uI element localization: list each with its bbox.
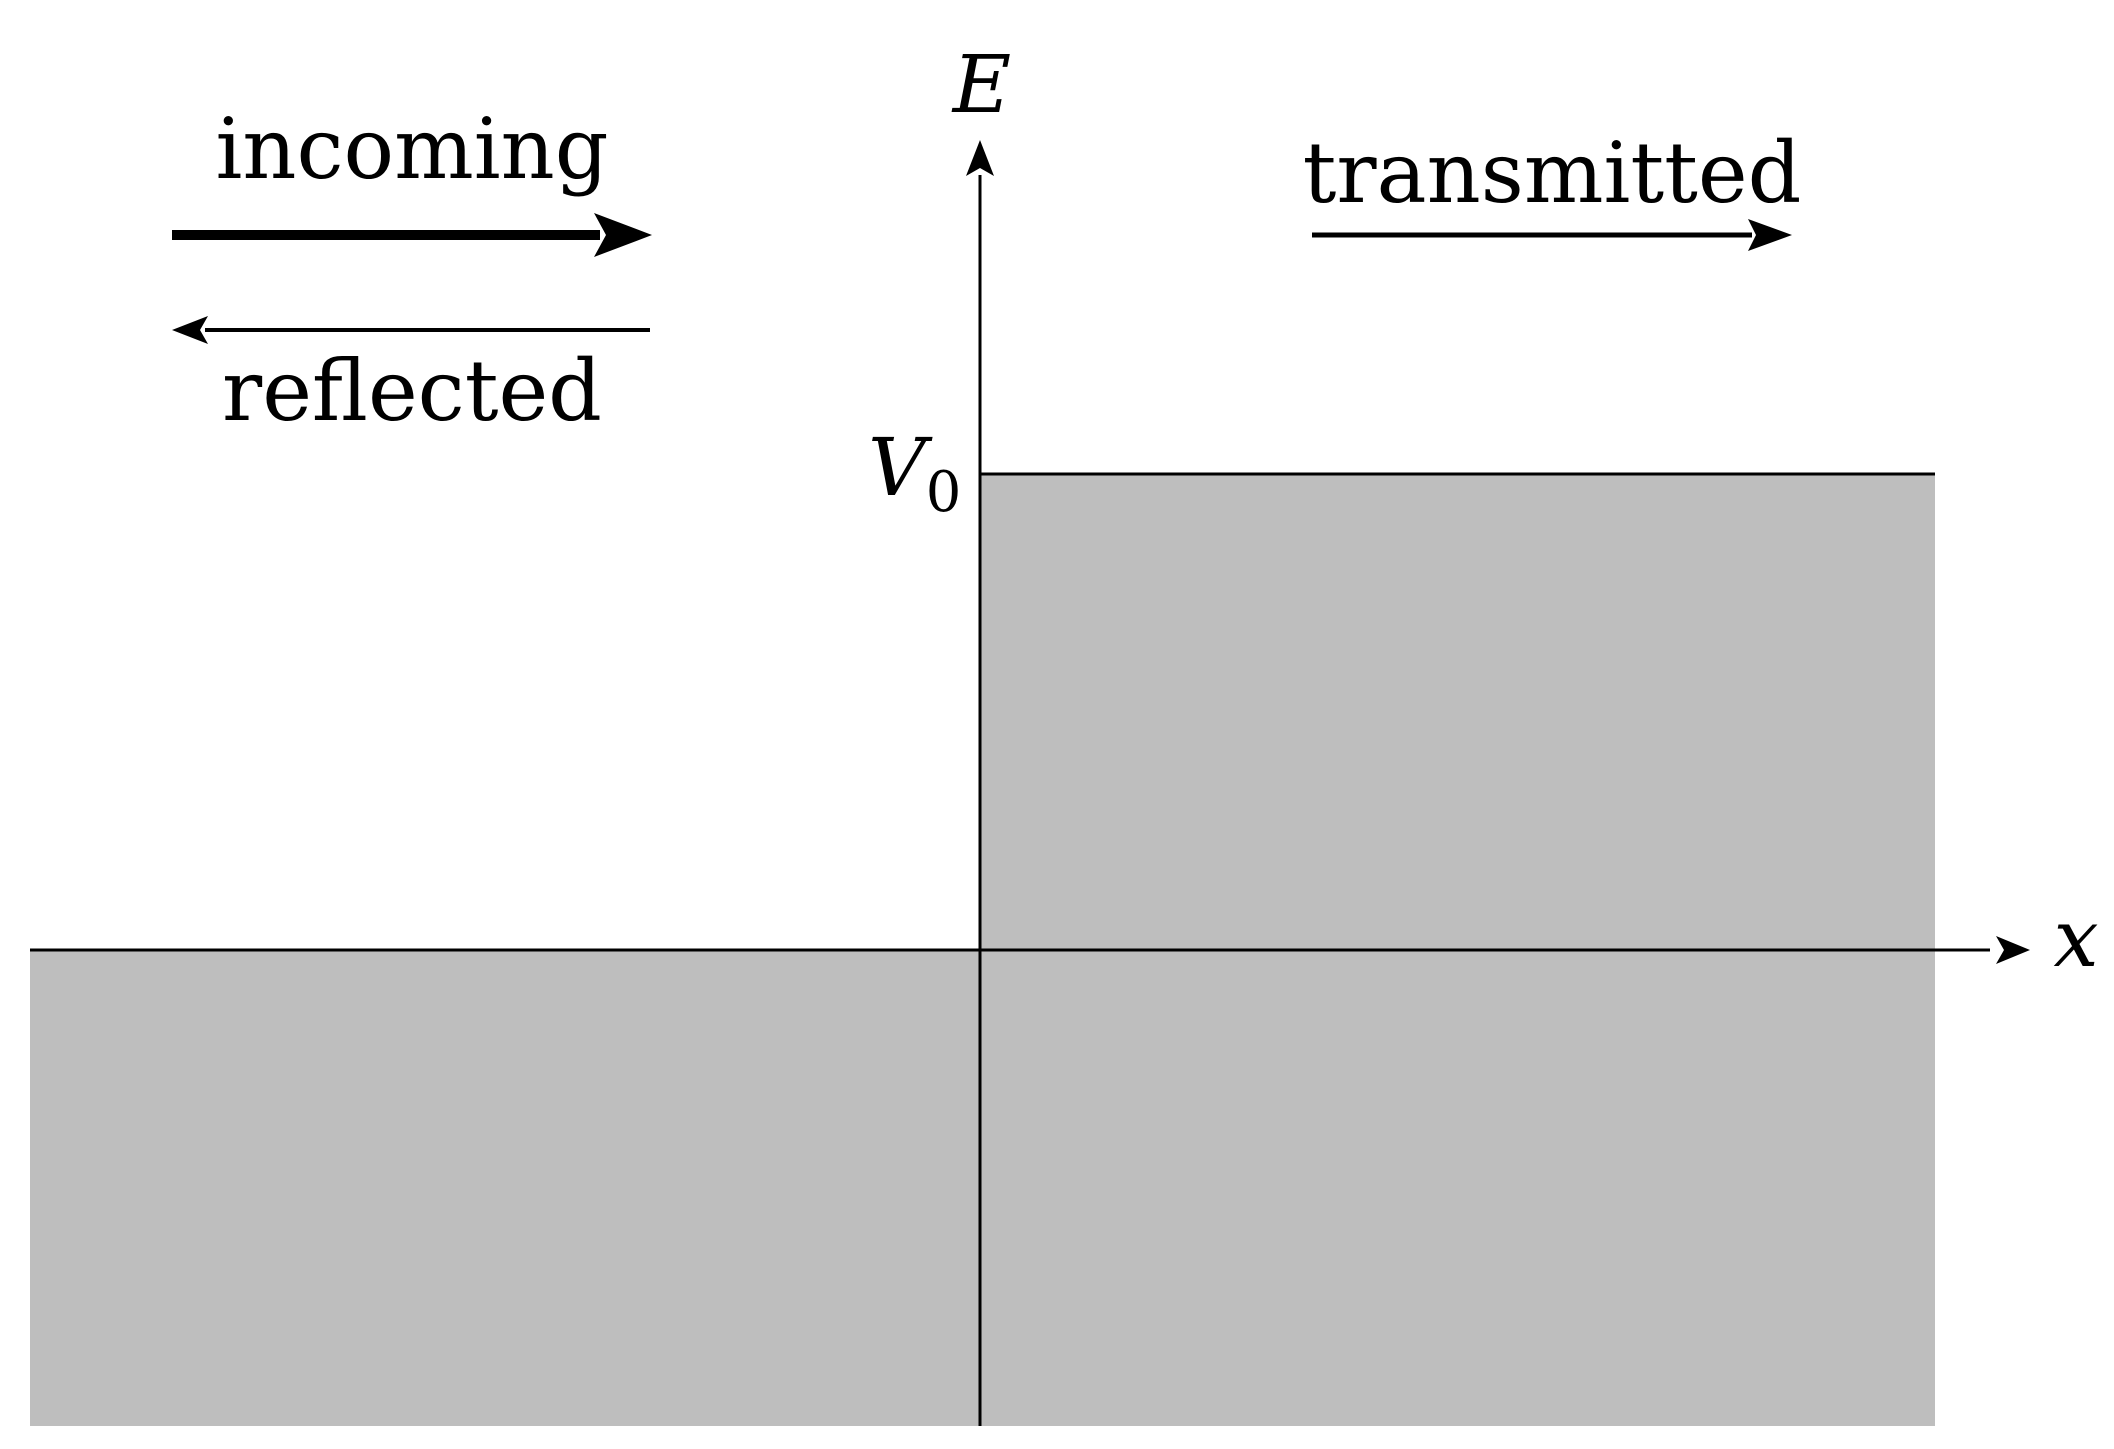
- potential-label-main: V: [868, 421, 933, 514]
- x-axis-label: x: [2053, 892, 2098, 985]
- transmitted-arrowhead: [1748, 219, 1792, 251]
- energy-axis-label: E: [951, 38, 1011, 131]
- incoming-label: incoming: [216, 100, 609, 198]
- incoming-arrowhead: [594, 213, 652, 257]
- potential-height-label: V0: [868, 421, 961, 525]
- potential-label-subscript: 0: [926, 460, 962, 525]
- x-axis-arrowhead: [1996, 936, 2030, 964]
- reflected-arrowhead: [172, 316, 208, 344]
- transmitted-label: transmitted: [1303, 124, 1802, 222]
- reflected-label: reflected: [222, 342, 602, 440]
- potential-region-left: [30, 950, 980, 1426]
- energy-axis-arrowhead: [966, 140, 994, 176]
